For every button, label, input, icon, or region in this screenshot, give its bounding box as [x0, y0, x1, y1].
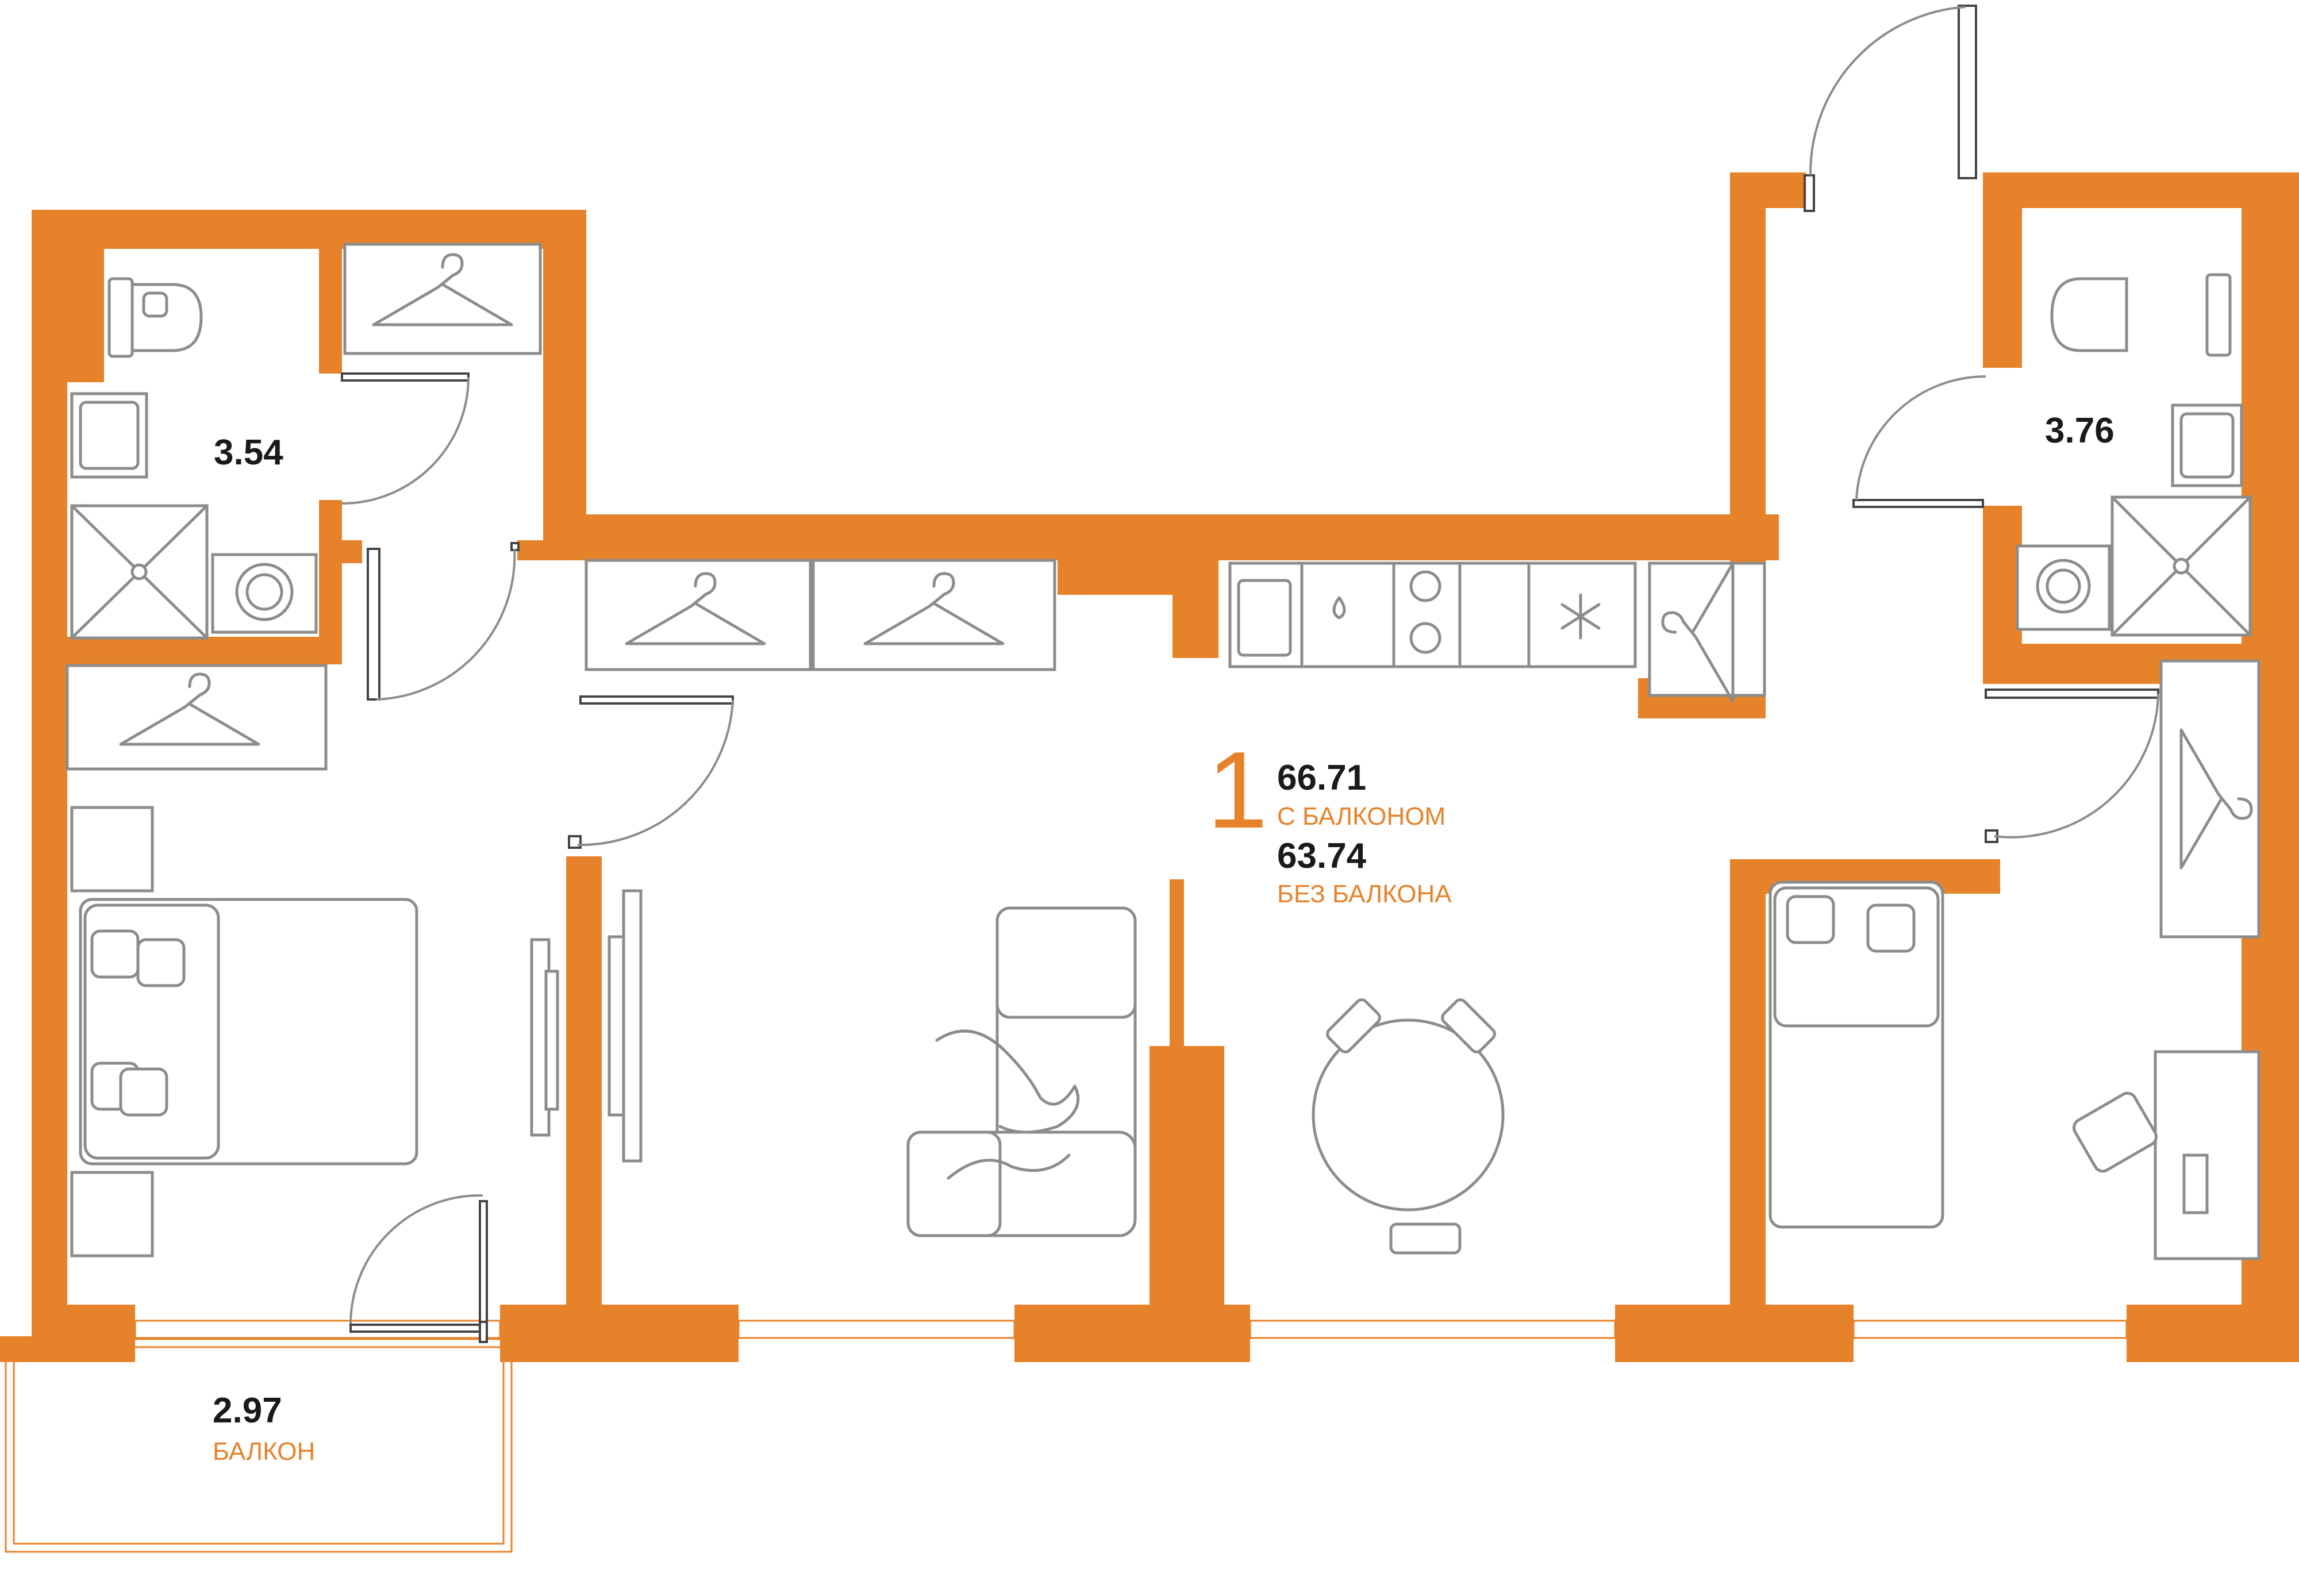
tv-icon: [530, 938, 559, 1137]
chair-icon: [1326, 998, 1496, 1255]
washing-machine-icon: [2016, 544, 2111, 631]
hanger-icon: [343, 243, 542, 355]
shower-icon: [2110, 495, 2252, 637]
tv-icon: [608, 889, 643, 1163]
bed-icon: [1769, 880, 1944, 1229]
balcony: [5, 1338, 513, 1553]
nightstand: [70, 806, 154, 1257]
stove-icon: [1392, 562, 1462, 668]
area-with-balcony-label: С БАЛКОНОМ: [1277, 802, 1445, 830]
bathroom-area-left: 3.54: [214, 433, 283, 472]
toilet-icon: [2050, 273, 2232, 357]
people-icon: [935, 1029, 1080, 1180]
balcony-label: БАЛКОН: [213, 1437, 315, 1466]
area-with-balcony: 66.71: [1277, 758, 1366, 798]
area-without-balcony-label: БЕЗ БАЛКОНА: [1277, 880, 1452, 908]
washing-machine-icon: [211, 553, 318, 634]
sink-icon: [2171, 403, 2243, 487]
hanger-icon: [2159, 659, 2260, 939]
hanger-icon: [66, 664, 328, 771]
hanger-icon: [585, 559, 812, 671]
balcony-area: 2.97: [213, 1391, 282, 1430]
doors: [341, 5, 2159, 1343]
toilet-icon: [107, 277, 203, 358]
hanger-icon: [812, 559, 1056, 671]
room-count: 1: [1207, 729, 1268, 851]
desk-icon: [2073, 1050, 2260, 1260]
hanger-icon: [1648, 562, 1766, 701]
table-icon: [1312, 1018, 1505, 1212]
sofa-icon: [906, 906, 1137, 1237]
bed-icon: [79, 898, 418, 1166]
bathroom-area-right: 3.76: [2045, 411, 2115, 451]
sink-icon: [70, 392, 148, 479]
area-without-balcony: 63.74: [1277, 836, 1367, 876]
shower-icon: [70, 504, 209, 640]
snowflake-icon: [1527, 562, 1637, 668]
